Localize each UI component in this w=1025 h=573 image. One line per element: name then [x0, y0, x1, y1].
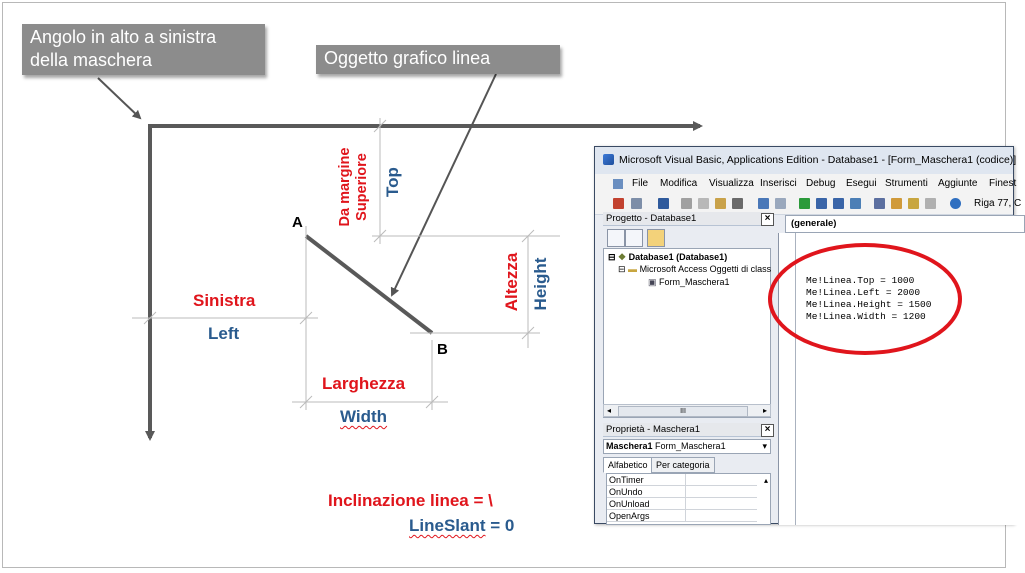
property-row[interactable]: OnUnload — [607, 498, 757, 510]
scroll-left-icon: ◂ — [607, 406, 612, 415]
cursor-position: Riga 77, C — [974, 198, 1022, 209]
insert-object-icon[interactable] — [631, 198, 642, 209]
view-code-icon[interactable] — [607, 229, 625, 247]
menu-finestra[interactable]: Finest — [989, 178, 1017, 189]
top-label-it: Da margine Superiore — [337, 147, 370, 227]
property-row[interactable]: OnUndo — [607, 486, 757, 498]
tab-per-categoria[interactable]: Per categoria — [651, 457, 715, 473]
help-icon[interactable] — [950, 198, 961, 209]
menu-visualizza[interactable]: Visualizza — [709, 178, 754, 189]
project-pane-scrollbar[interactable]: ◂ III ▸ — [603, 404, 771, 417]
project-pane-header: Progetto - Database1 — [603, 212, 771, 226]
undo-icon[interactable] — [758, 198, 769, 209]
menu-strumenti[interactable]: Strumenti — [885, 178, 928, 189]
width-label-it: Larghezza — [322, 374, 406, 393]
code-object-dropdown[interactable]: (generale) — [785, 215, 1025, 233]
menu-debug[interactable]: Debug — [806, 178, 836, 189]
properties-icon[interactable] — [891, 198, 902, 209]
menu-inserisci[interactable]: Inserisci — [760, 178, 797, 189]
menu-esegui[interactable]: Esegui — [846, 178, 877, 189]
properties-pane-close-icon[interactable]: × — [761, 424, 774, 437]
vba-app-icon — [603, 154, 614, 165]
copy-icon[interactable] — [698, 198, 709, 209]
properties-grid: OnTimer OnUndo OnUnload OpenArgs ▴ — [606, 473, 771, 525]
scroll-right-icon: ▸ — [762, 406, 767, 415]
stop-icon[interactable] — [833, 198, 844, 209]
height-label-en: Height — [531, 257, 550, 311]
properties-pane-title: Proprietà - Maschera1 — [606, 424, 700, 435]
slant-label-it: Inclinazione linea = \ — [328, 491, 493, 510]
project-pane-toolbar — [603, 229, 769, 251]
find-icon[interactable] — [732, 198, 743, 209]
left-label-en: Left — [208, 324, 240, 343]
scroll-thumb[interactable]: III — [618, 406, 748, 417]
properties-pane-header: Proprietà - Maschera1 — [603, 423, 771, 437]
toolbox-icon[interactable] — [925, 198, 936, 209]
tree-item-database[interactable]: ⊟ ❖ Database1 (Database1) — [608, 252, 728, 262]
vba-menu-app-icon[interactable] — [613, 179, 623, 189]
save-icon[interactable] — [658, 198, 669, 209]
corner-callout: Angolo in alto a sinistra della maschera — [22, 24, 265, 75]
run-icon[interactable] — [799, 198, 810, 209]
properties-object-select[interactable]: Maschera1 Form_Maschera1 ▾ — [603, 439, 771, 454]
design-mode-icon[interactable] — [850, 198, 861, 209]
toggle-folders-icon[interactable] — [647, 229, 665, 247]
tree-item-form[interactable]: ▣ Form_Maschera1 — [648, 277, 730, 287]
chevron-down-icon: ▾ — [762, 441, 767, 451]
line-object-callout: Oggetto grafico linea — [316, 45, 560, 74]
tab-alfabetico[interactable]: Alfabetico — [603, 457, 653, 473]
pause-icon[interactable] — [816, 198, 827, 209]
tree-item-access-objects[interactable]: ⊟ ▬ Microsoft Access Oggetti di class — [618, 264, 772, 274]
property-row[interactable]: OpenArgs — [607, 510, 757, 522]
height-label-it: Altezza — [502, 252, 521, 312]
corner-callout-arrow — [97, 77, 142, 120]
vba-editor-window: Microsoft Visual Basic, Applications Edi… — [594, 146, 1025, 525]
menu-modifica[interactable]: Modifica — [660, 178, 698, 189]
project-explorer-icon[interactable] — [874, 198, 885, 209]
view-access-icon[interactable] — [613, 198, 624, 209]
cut-icon[interactable] — [681, 198, 692, 209]
menu-file[interactable]: File — [632, 178, 649, 189]
line-object-callout-text: Oggetto grafico linea — [324, 48, 491, 68]
view-object-icon[interactable] — [625, 229, 643, 247]
property-row[interactable]: OnTimer — [607, 474, 757, 486]
redo-icon[interactable] — [775, 198, 786, 209]
slant-label-en: LineSlant = 0 — [409, 516, 515, 535]
width-label-en: Width — [340, 407, 388, 426]
vba-title-text: Microsoft Visual Basic, Applications Edi… — [619, 154, 1017, 166]
menu-aggiunte[interactable]: Aggiunte — [938, 178, 978, 189]
scroll-up-icon[interactable]: ▴ — [763, 476, 768, 485]
object-browser-icon[interactable] — [908, 198, 919, 209]
point-b-label: B — [437, 341, 448, 358]
corner-callout-text: Angolo in alto a sinistra della maschera — [30, 27, 217, 70]
line-object — [304, 234, 434, 335]
project-pane-close-icon[interactable]: × — [761, 213, 774, 226]
top-label-en: Top — [383, 167, 402, 197]
point-a-label: A — [292, 214, 303, 231]
project-pane-title: Progetto - Database1 — [606, 213, 697, 224]
vba-toolbar: Riga 77, C — [595, 194, 1021, 215]
code-highlight-ellipse — [768, 243, 962, 355]
vba-menu-bar: File Modifica Visualizza Inserisci Debug… — [595, 174, 1017, 194]
line-callout-arrow — [390, 73, 497, 297]
left-label-it: Sinistra — [193, 291, 256, 310]
paste-icon[interactable] — [715, 198, 726, 209]
vba-title-bar[interactable]: Microsoft Visual Basic, Applications Edi… — [595, 147, 1017, 175]
project-tree: ⊟ ❖ Database1 (Database1) ⊟ ▬ Microsoft … — [603, 248, 771, 418]
